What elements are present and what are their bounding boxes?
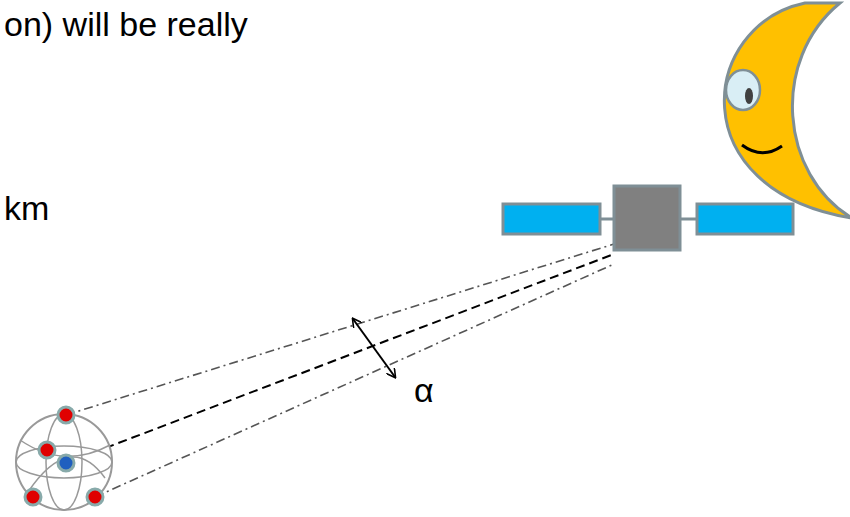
unit-label: km: [4, 190, 49, 227]
sight-line: [95, 264, 614, 497]
moon: [724, 3, 850, 218]
sight-line: [66, 244, 614, 415]
satellite: [503, 186, 793, 250]
sight-line: [66, 254, 614, 463]
angle-arrow: [353, 319, 395, 377]
globe: [16, 407, 112, 510]
heading-fragment: on) will be really: [4, 6, 248, 43]
angle-label: α: [414, 372, 434, 409]
